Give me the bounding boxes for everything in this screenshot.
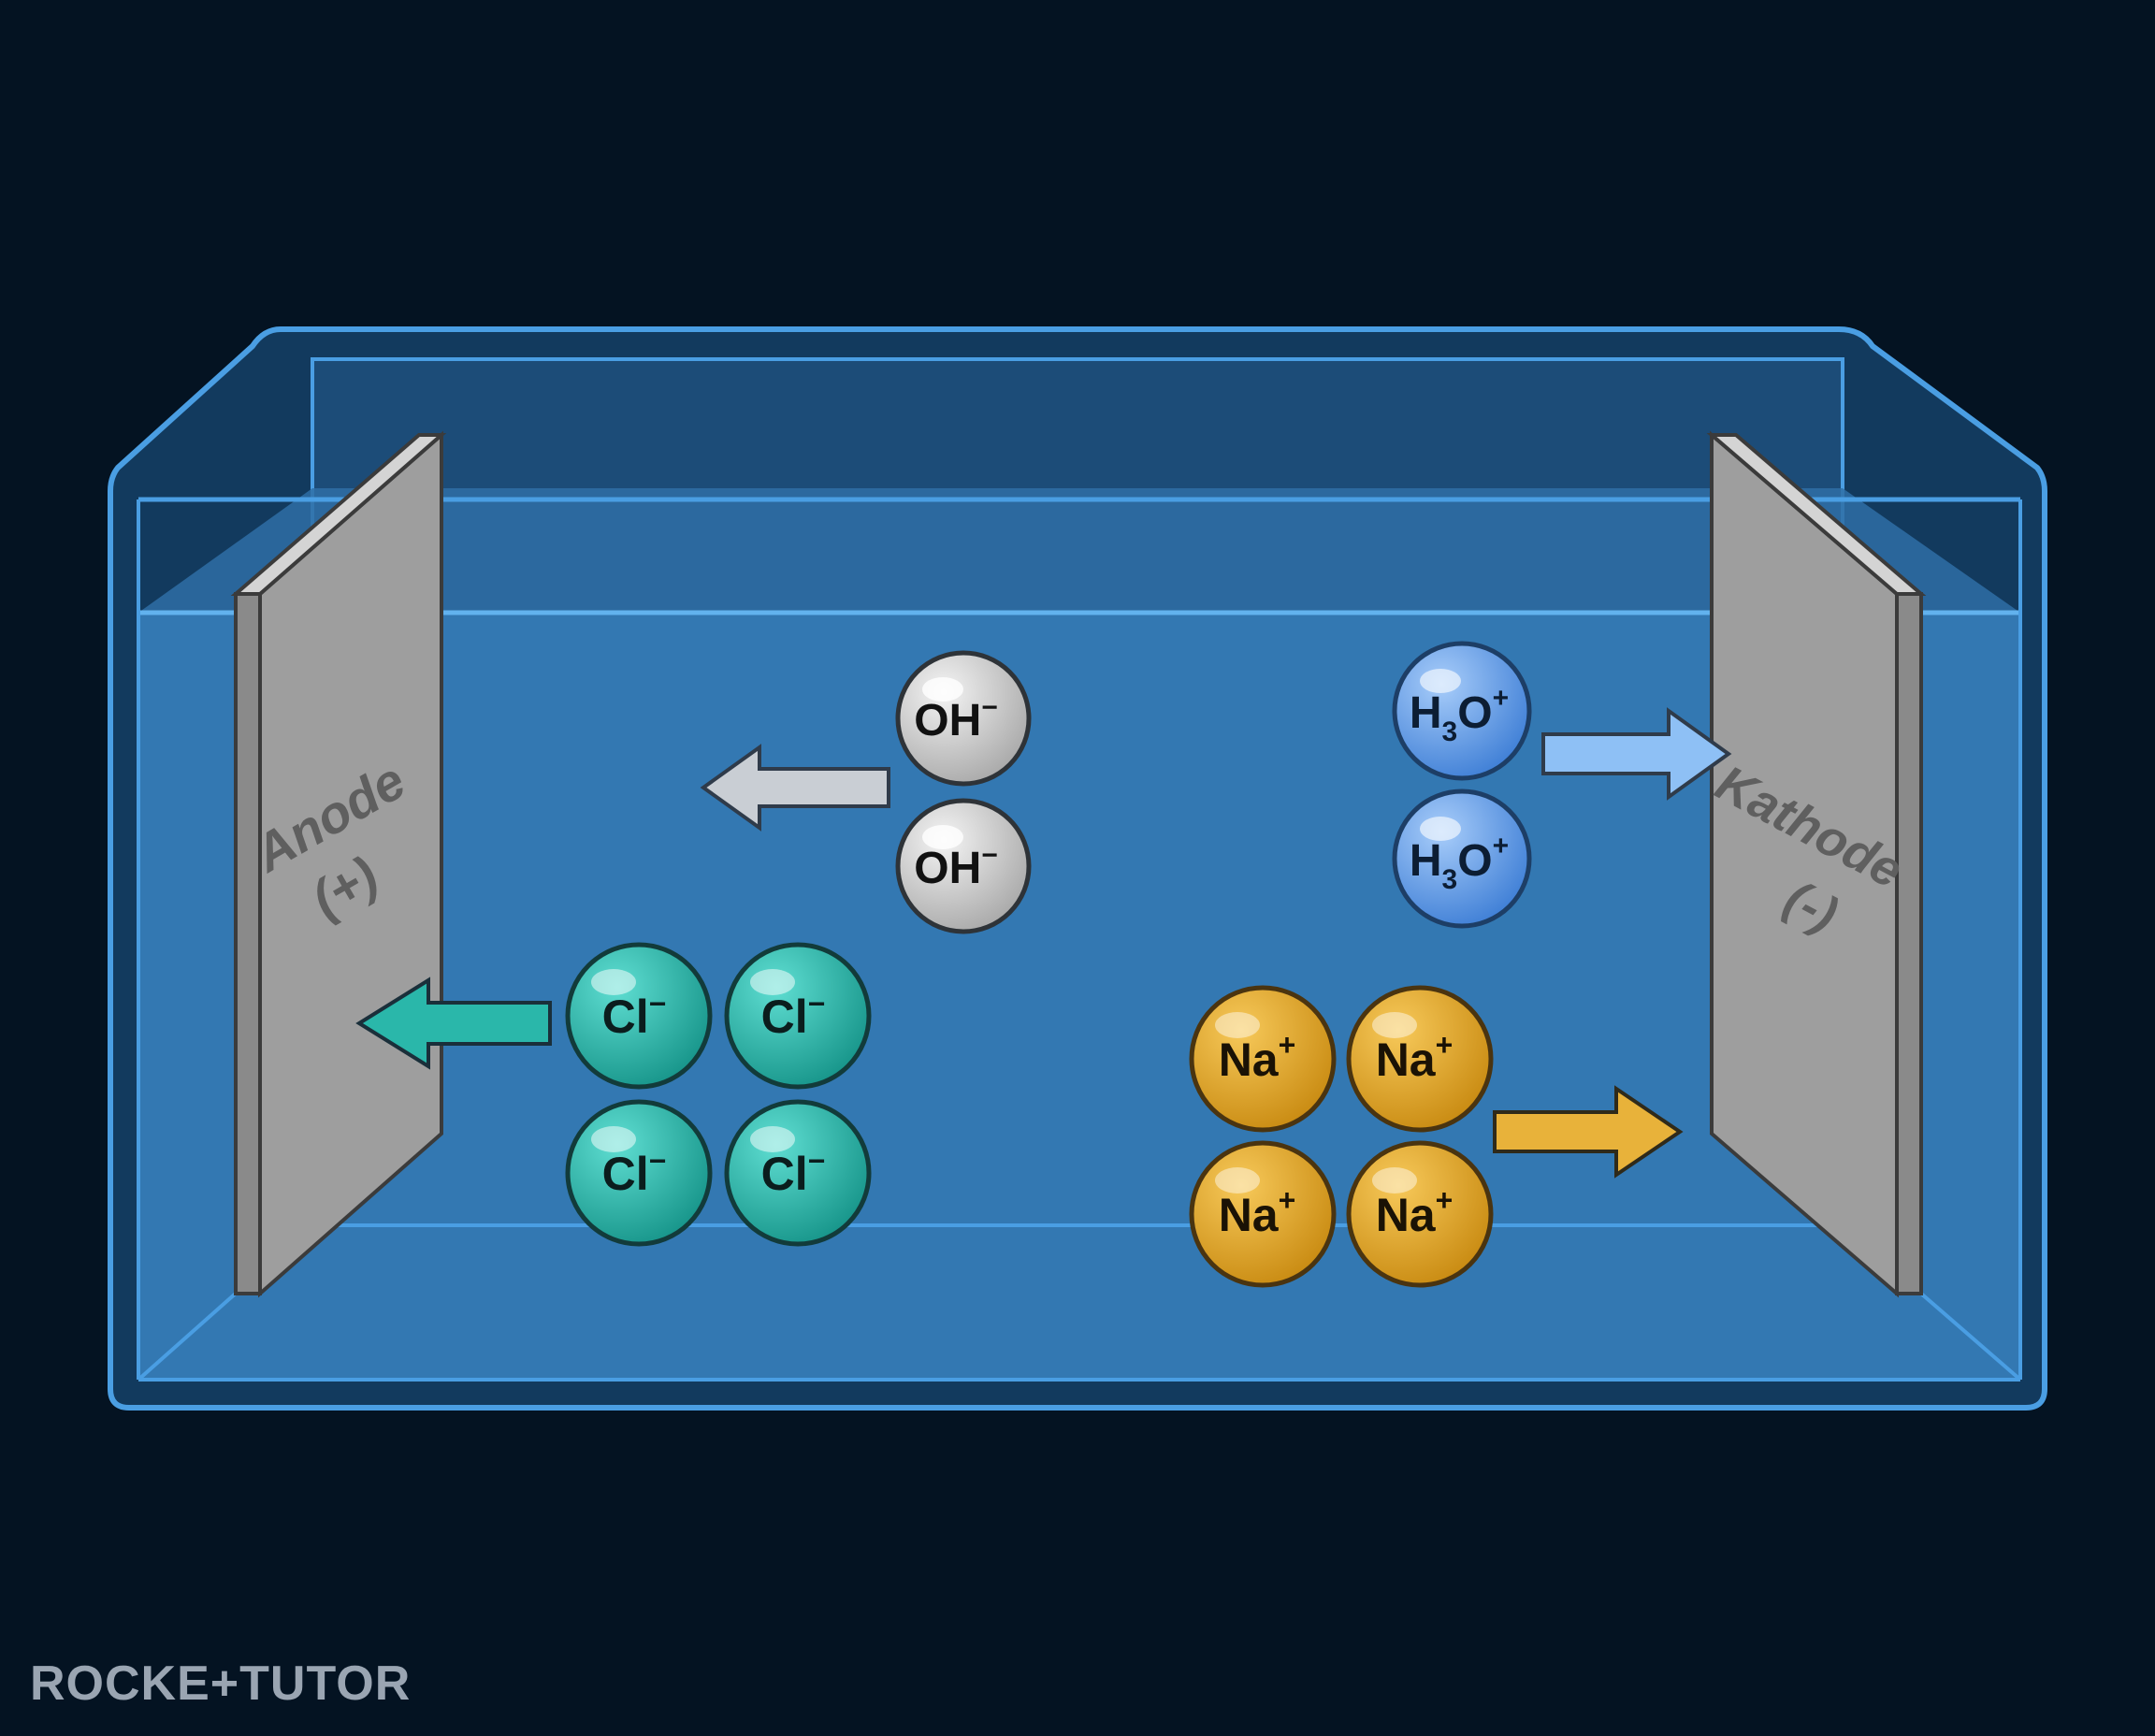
- svg-text:Na+: Na+: [1376, 1183, 1454, 1241]
- na-arrow: [1493, 1085, 1684, 1179]
- svg-text:Na+: Na+: [1376, 1028, 1454, 1086]
- cl-ion: Cl−: [565, 942, 713, 1090]
- h3o-ion: H3O+: [1392, 788, 1532, 929]
- na-ion: Na+: [1189, 985, 1337, 1133]
- cl-arrow: [355, 976, 552, 1070]
- anode-electrode: Anode (+): [230, 430, 447, 1298]
- anode-plate-edge: [234, 592, 262, 1295]
- svg-text:OH−: OH−: [914, 840, 998, 893]
- na-ion: Na+: [1189, 1140, 1337, 1288]
- cl-ion: Cl−: [724, 942, 872, 1090]
- svg-text:Na+: Na+: [1219, 1183, 1296, 1241]
- cl-ion: Cl−: [565, 1099, 713, 1247]
- svg-text:H3O+: H3O+: [1410, 683, 1509, 747]
- svg-text:Cl−: Cl−: [761, 987, 826, 1043]
- na-ion: Na+: [1346, 1140, 1494, 1288]
- oh-ion: OH−: [895, 798, 1032, 934]
- brand-logo: ROCKE+TUTOR: [30, 1656, 412, 1711]
- svg-text:Cl−: Cl−: [761, 1144, 826, 1200]
- svg-text:Cl−: Cl−: [602, 987, 667, 1043]
- h3o-arrow: [1541, 707, 1732, 801]
- water-surface: [138, 488, 2020, 613]
- svg-text:OH−: OH−: [914, 692, 998, 745]
- cathode-plate-edge: [1895, 592, 1923, 1295]
- na-ion: Na+: [1346, 985, 1494, 1133]
- oh-ion: OH−: [895, 650, 1032, 787]
- h3o-ion: H3O+: [1392, 641, 1532, 781]
- svg-text:Na+: Na+: [1219, 1028, 1296, 1086]
- oh-arrow: [700, 744, 890, 832]
- cathode-electrode: Kathode (-): [1706, 430, 1927, 1298]
- svg-text:H3O+: H3O+: [1410, 831, 1509, 895]
- svg-text:Cl−: Cl−: [602, 1144, 667, 1200]
- cl-ion: Cl−: [724, 1099, 872, 1247]
